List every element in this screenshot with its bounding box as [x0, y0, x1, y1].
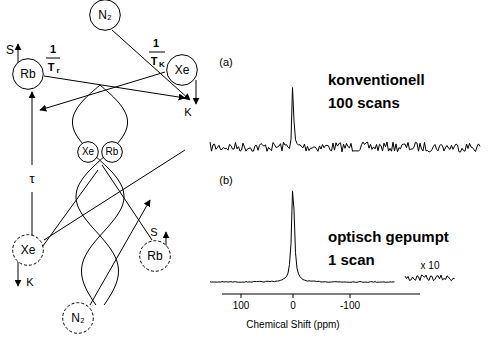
particle-name: Xe	[166, 54, 198, 86]
tick-label: -100	[340, 301, 360, 311]
helix-strand	[76, 85, 128, 305]
scan-count: 100 scans	[328, 95, 400, 110]
spin-label: S	[150, 227, 157, 238]
spectrum-trace	[210, 88, 480, 152]
particle-circle: N₂	[89, 0, 121, 31]
axis-title: Chemical Shift (ppm)	[246, 320, 339, 330]
particle-circle: Rb	[12, 58, 44, 90]
particle-name: Xe	[77, 141, 99, 163]
panel-label: (b)	[219, 175, 232, 186]
rate-index: K	[159, 61, 165, 69]
rate-numerator: 1	[153, 38, 159, 49]
particle-name: Rb	[139, 240, 171, 272]
spin-label: K	[184, 107, 191, 118]
particle-name: N₂	[62, 302, 94, 334]
particle-name: Rb	[101, 141, 123, 163]
method-label: optisch gepumpt	[328, 229, 449, 244]
particle-circle: Xe	[166, 54, 198, 86]
method-label: konventionell	[328, 72, 425, 87]
scale-factor: x 10	[421, 261, 440, 271]
particle-name: N₂	[89, 0, 121, 31]
scan-count: 1 scan	[328, 252, 375, 267]
rate-numerator: 1	[50, 44, 56, 55]
particle-circle: Rb	[139, 240, 171, 272]
time-label: τ	[29, 172, 34, 185]
particle-circle: Xe	[12, 234, 44, 266]
particle-circle: N₂	[62, 302, 94, 334]
particle-name: Rb	[12, 58, 44, 90]
spectrum-trace	[405, 275, 455, 281]
particle-circle: Rb	[101, 141, 123, 163]
tick-label: 0	[290, 301, 296, 311]
rate-symbol: T	[151, 56, 158, 67]
rate-index: r	[56, 67, 59, 75]
spin-label: K	[26, 277, 33, 288]
panel-label: (a)	[219, 57, 232, 68]
rate-symbol: T	[48, 62, 55, 73]
helix-strand	[73, 85, 125, 305]
spin-label: S	[6, 44, 14, 56]
particle-circle: Xe	[77, 141, 99, 163]
tick-label: 100	[233, 301, 250, 311]
particle-name: Xe	[12, 234, 44, 266]
